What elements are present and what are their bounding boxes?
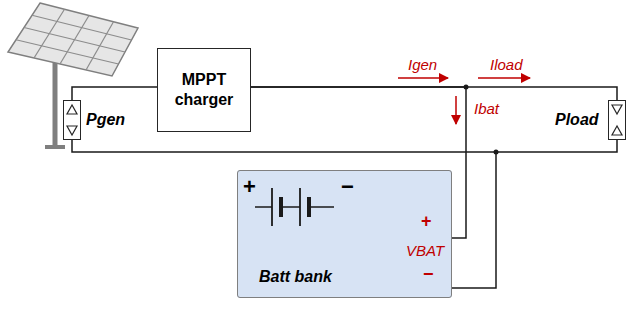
battery-lead — [309, 206, 334, 208]
return-wire — [72, 140, 617, 152]
load-triangle-down — [612, 105, 622, 114]
panel-grid — [16, 9, 132, 70]
current-arrow — [455, 96, 457, 124]
source-triangle-down — [67, 126, 77, 135]
battery-lead — [255, 206, 272, 208]
current-arrow — [478, 77, 530, 79]
panel-pole — [53, 60, 58, 147]
source-symbol: Pgen — [63, 100, 81, 140]
polarity-mark: + — [243, 174, 256, 199]
voltage-label: VBAT — [406, 242, 444, 259]
panel-grid-line — [34, 9, 65, 58]
wire — [251, 87, 466, 238]
box-title: Batt bank — [259, 267, 332, 287]
panel-foot — [45, 145, 65, 149]
wire — [72, 87, 157, 100]
junction-dot — [494, 150, 499, 155]
battery-return-wire — [452, 152, 496, 288]
current-label: Iload — [490, 56, 523, 73]
current-arrow — [398, 77, 448, 79]
battery-plate-long — [271, 188, 273, 226]
source-triangle-up — [67, 105, 77, 114]
solar-panel — [8, 3, 138, 76]
battery-link — [281, 206, 300, 208]
load-symbol: Pload — [608, 100, 626, 140]
battery-symbol — [255, 188, 334, 226]
box-label: MPPT charger — [164, 70, 244, 110]
load-fill — [608, 100, 626, 140]
polarity-mark: − — [341, 174, 354, 199]
panel-grid-line — [60, 16, 89, 65]
power-label: Pload — [555, 110, 599, 130]
current-label: Ibat — [474, 100, 499, 117]
polarity-mark: − — [423, 264, 434, 285]
battery-plate-long — [299, 188, 301, 226]
load-triangle-up — [612, 126, 622, 135]
wire — [251, 87, 617, 100]
battery-bank-fill — [237, 170, 452, 298]
current-label: Igen — [408, 56, 437, 73]
polarity-mark: + — [421, 211, 432, 232]
charger-box: MPPT charger — [157, 48, 251, 132]
power-label: Pgen — [86, 110, 125, 130]
source-fill — [63, 100, 81, 140]
panel-grid-line — [86, 22, 114, 70]
